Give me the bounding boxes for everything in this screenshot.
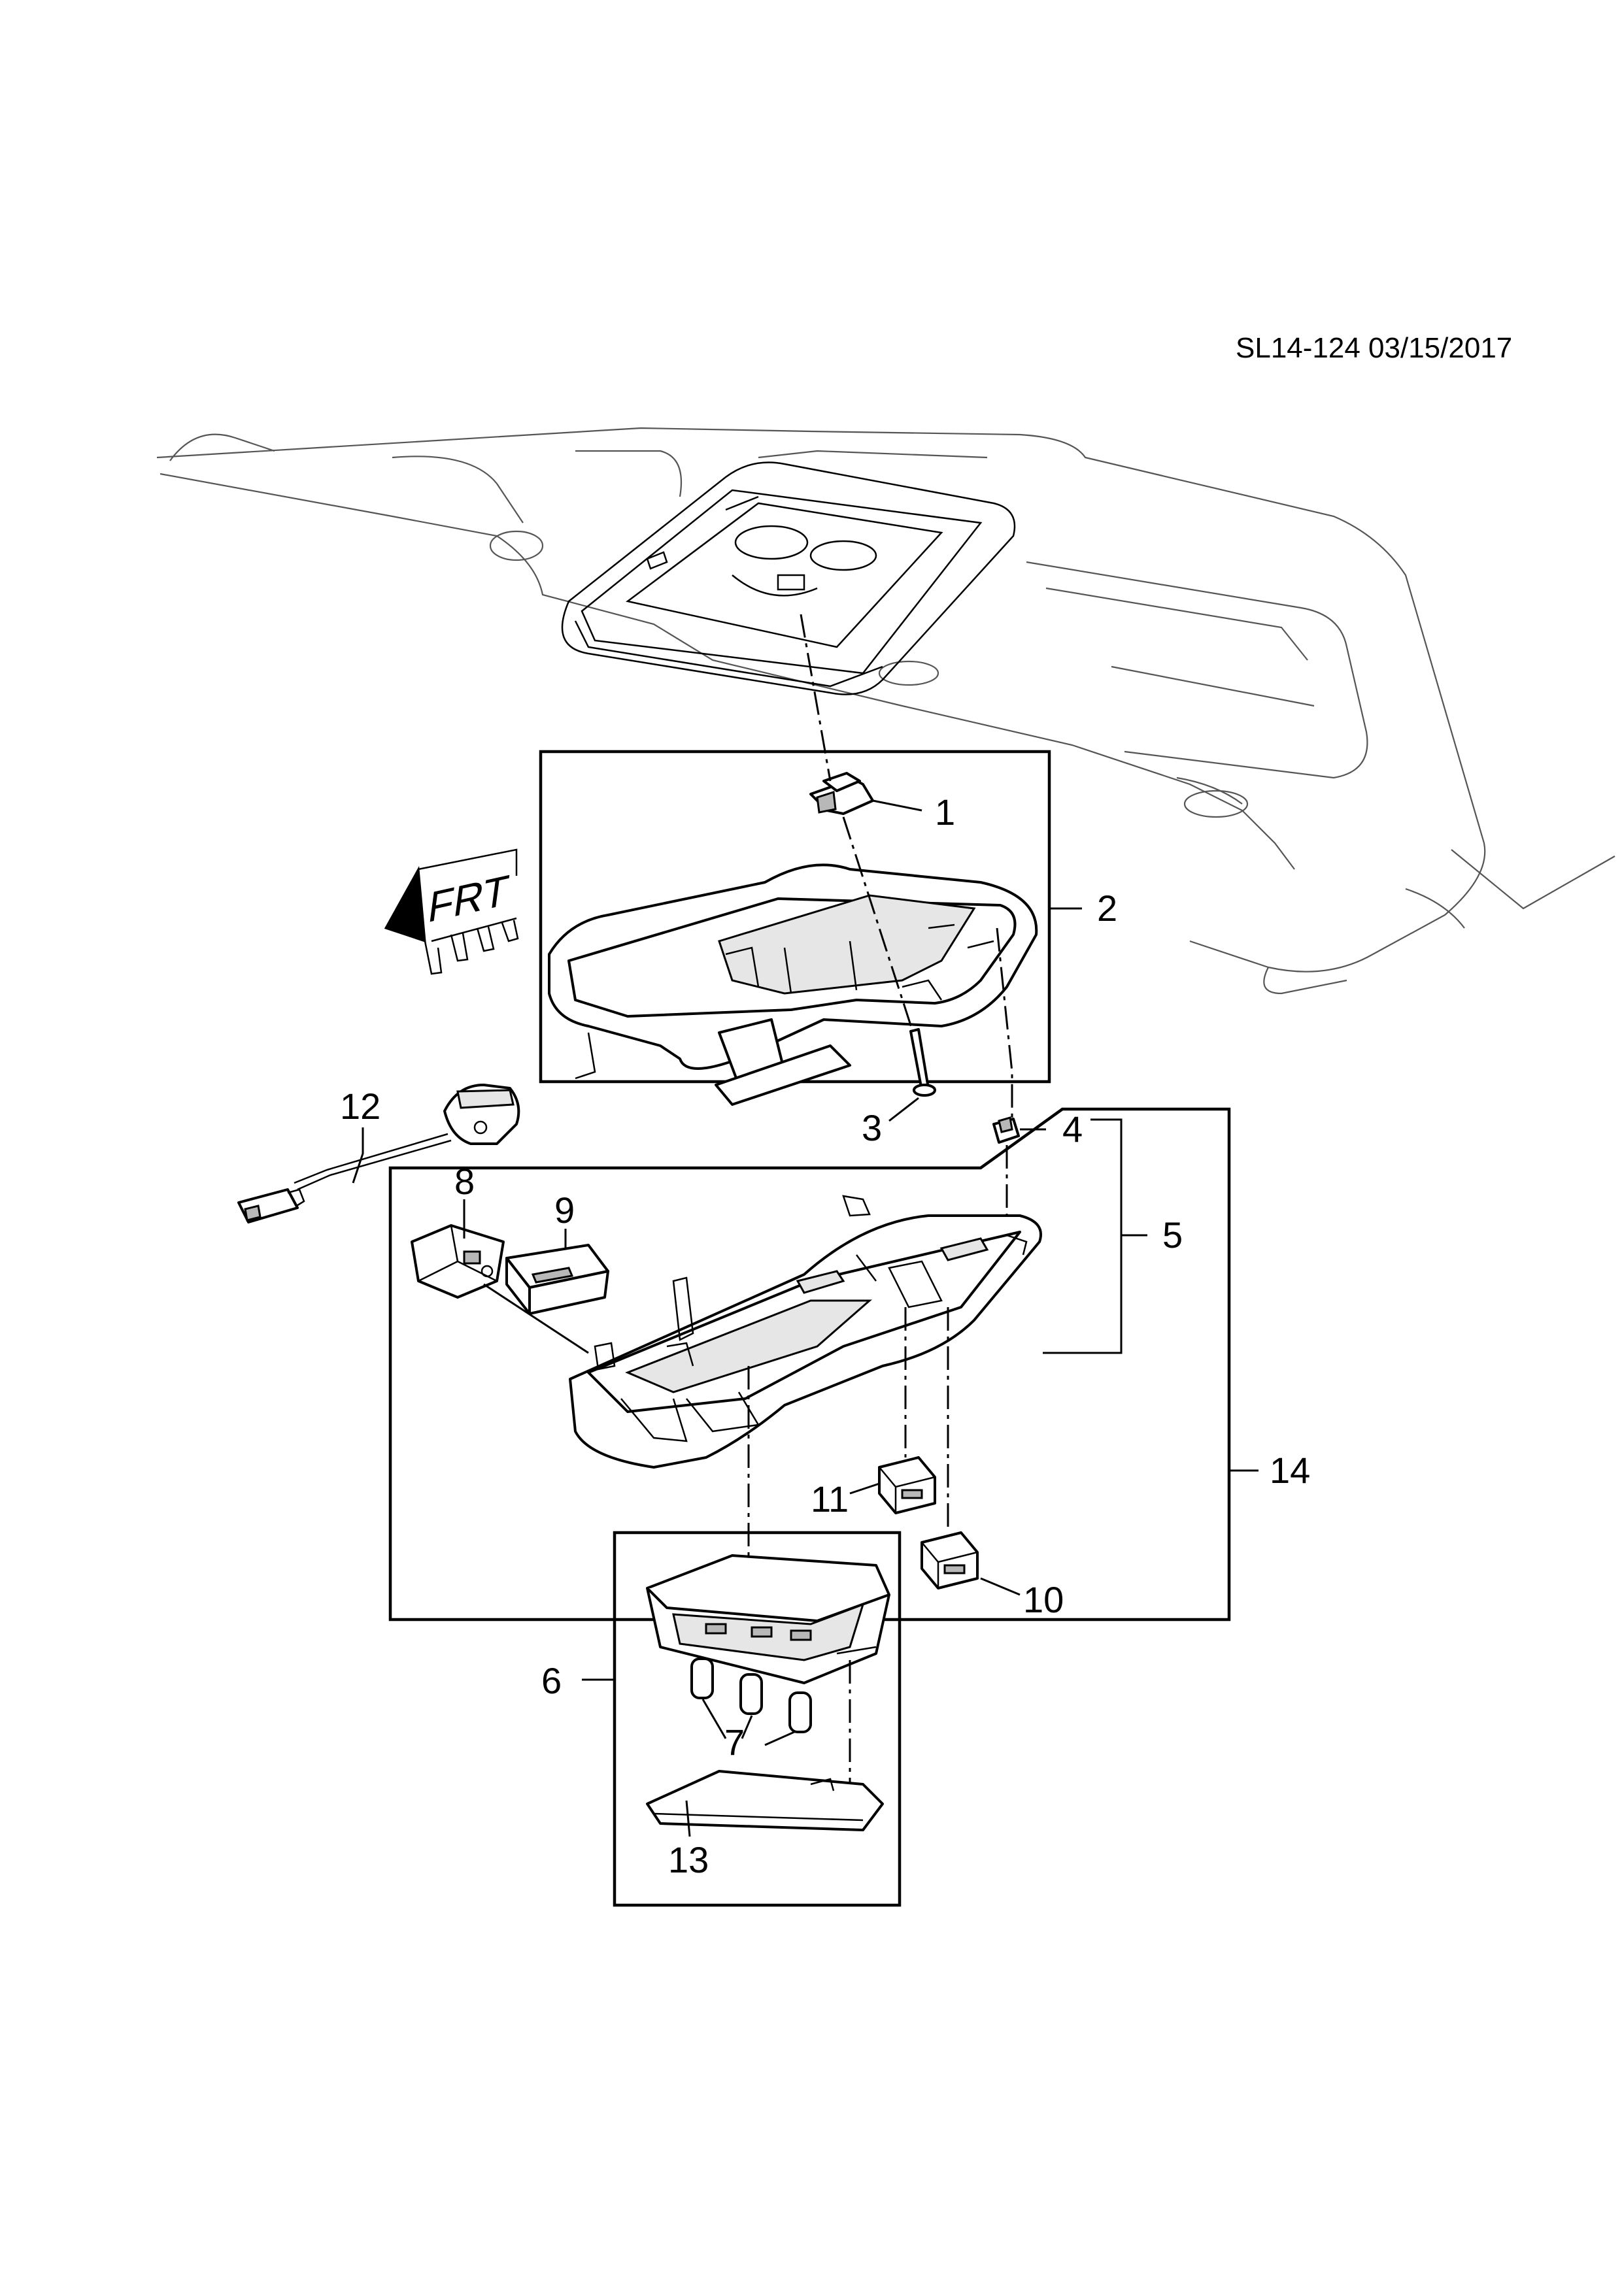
part-12-harness-sensor bbox=[237, 1084, 520, 1223]
assembly-line-8-9 bbox=[483, 1283, 589, 1354]
callout-10: 10 bbox=[1023, 1579, 1064, 1620]
callout-4: 4 bbox=[1062, 1108, 1083, 1150]
part-13-lens-cover bbox=[646, 1770, 884, 1831]
assembly-box-lower bbox=[388, 1107, 1231, 1622]
callout-7: 7 bbox=[724, 1722, 745, 1763]
front-direction-arrow-icon bbox=[384, 848, 519, 975]
callout-5: 5 bbox=[1162, 1214, 1183, 1256]
part-5-console-housing bbox=[569, 1195, 1042, 1469]
part-3-screw bbox=[909, 1028, 936, 1097]
part-9-module bbox=[505, 1244, 609, 1315]
callout-14: 14 bbox=[1270, 1450, 1311, 1491]
part-6-lamp-assembly bbox=[646, 1554, 890, 1684]
callout-2: 2 bbox=[1097, 888, 1118, 929]
assembly-line-frame-to-clip bbox=[996, 927, 1013, 1121]
callout-1: 1 bbox=[935, 791, 956, 833]
roof-console-opening bbox=[561, 461, 1016, 695]
part-11-switch bbox=[878, 1456, 936, 1514]
part-2-console-frame bbox=[548, 863, 1038, 1106]
callout-leaders bbox=[352, 799, 1259, 1837]
roof-panel-outline bbox=[156, 427, 1615, 995]
callout-8: 8 bbox=[454, 1161, 475, 1202]
callout-11: 11 bbox=[811, 1478, 849, 1520]
part-7-bulbs bbox=[690, 1657, 812, 1733]
callout-13: 13 bbox=[668, 1839, 709, 1880]
assembly-line-clip-to-screw bbox=[800, 614, 913, 1030]
callout-3: 3 bbox=[862, 1107, 883, 1148]
part-4-retainer-clip bbox=[992, 1116, 1020, 1144]
callout-6: 6 bbox=[541, 1660, 562, 1701]
part-10-switch bbox=[921, 1531, 979, 1589]
callout-12: 12 bbox=[340, 1086, 381, 1127]
leader-7 bbox=[701, 1699, 795, 1746]
assembly-box-lamp bbox=[613, 1531, 902, 1907]
document-reference: SL14-124 03/15/2017 bbox=[1236, 332, 1513, 364]
part-8-switch bbox=[411, 1224, 505, 1299]
part-1-retainer-clip bbox=[809, 772, 874, 815]
callout-9: 9 bbox=[554, 1190, 575, 1231]
